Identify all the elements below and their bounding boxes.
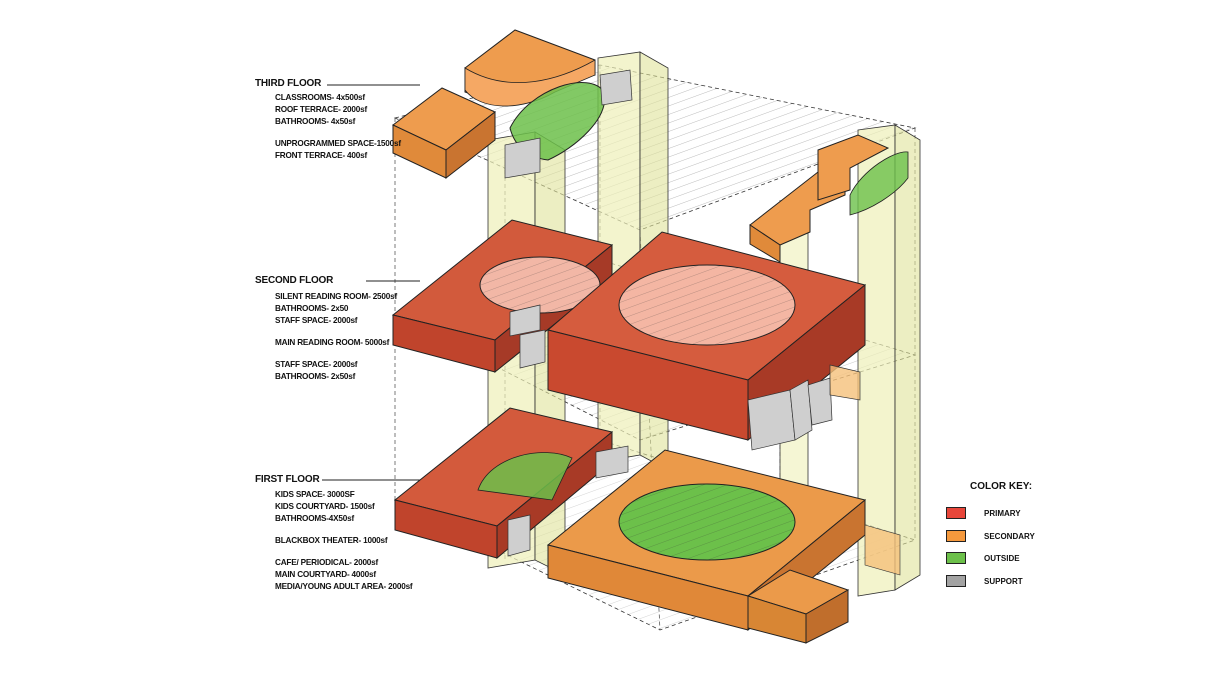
color-key-support: SUPPORT: [946, 574, 1023, 588]
first-floor-title: FIRST FLOOR: [255, 474, 320, 485]
secondary-label: SECONDARY: [984, 531, 1035, 541]
secondary-swatch: [946, 530, 966, 542]
second-floor-main-reading: [546, 231, 867, 442]
program-item: CAFE/ PERIODICAL- 2000sf: [275, 558, 379, 567]
program-item: SILENT READING ROOM- 2500sf: [275, 292, 397, 301]
program-item: BATHROOMS- 2x50: [275, 304, 349, 313]
color-key-outside: OUTSIDE: [946, 551, 1020, 565]
program-item: STAFF SPACE- 2000sf: [275, 316, 358, 325]
program-item: FRONT TERRACE- 400sf: [275, 151, 367, 160]
color-key-secondary: SECONDARY: [946, 529, 1035, 543]
program-item: KIDS SPACE- 3000SF: [275, 490, 355, 499]
program-item: BLACKBOX THEATER- 1000sf: [275, 536, 388, 545]
support-swatch: [946, 575, 966, 587]
program-item: STAFF SPACE- 2000sf: [275, 360, 358, 369]
program-item: MAIN COURTYARD- 4000sf: [275, 570, 376, 579]
program-item: BATHROOMS- 2x50sf: [275, 372, 356, 381]
third-floor-support: [504, 69, 633, 179]
program-item: UNPROGRAMMED SPACE-1500sf: [275, 139, 401, 148]
color-key-title: COLOR KEY:: [970, 481, 1033, 492]
program-item: MAIN READING ROOM- 5000sf: [275, 338, 390, 347]
third-floor-right-block: [749, 134, 909, 263]
program-item: ROOF TERRACE- 2000sf: [275, 105, 367, 114]
program-item: MEDIA/YOUNG ADULT AREA- 2000sf: [275, 582, 413, 591]
leader-lines: [322, 84, 420, 481]
program-item: BATHROOMS- 4x50sf: [275, 117, 356, 126]
program-item: CLASSROOMS- 4x500sf: [275, 93, 365, 102]
color-key-primary: PRIMARY: [946, 506, 1021, 520]
second-floor-title: SECOND FLOOR: [255, 275, 334, 286]
support-label: SUPPORT: [984, 576, 1023, 586]
third-floor-classroom-front: [392, 87, 496, 180]
first-floor-main-block: [546, 449, 867, 632]
outside-swatch: [946, 552, 966, 564]
program-item: KIDS COURTYARD- 1500sf: [275, 502, 375, 511]
program-item: BATHROOMS-4X50sf: [275, 514, 354, 523]
outside-label: OUTSIDE: [984, 553, 1020, 563]
primary-label: PRIMARY: [984, 508, 1021, 518]
third-floor-title: THIRD FLOOR: [255, 78, 322, 89]
first-floor-support: [507, 445, 629, 557]
second-floor-support: [509, 304, 861, 451]
third-floor-classroom-back: [464, 29, 596, 107]
primary-swatch: [946, 507, 966, 519]
first-floor-media-block: [746, 524, 901, 644]
